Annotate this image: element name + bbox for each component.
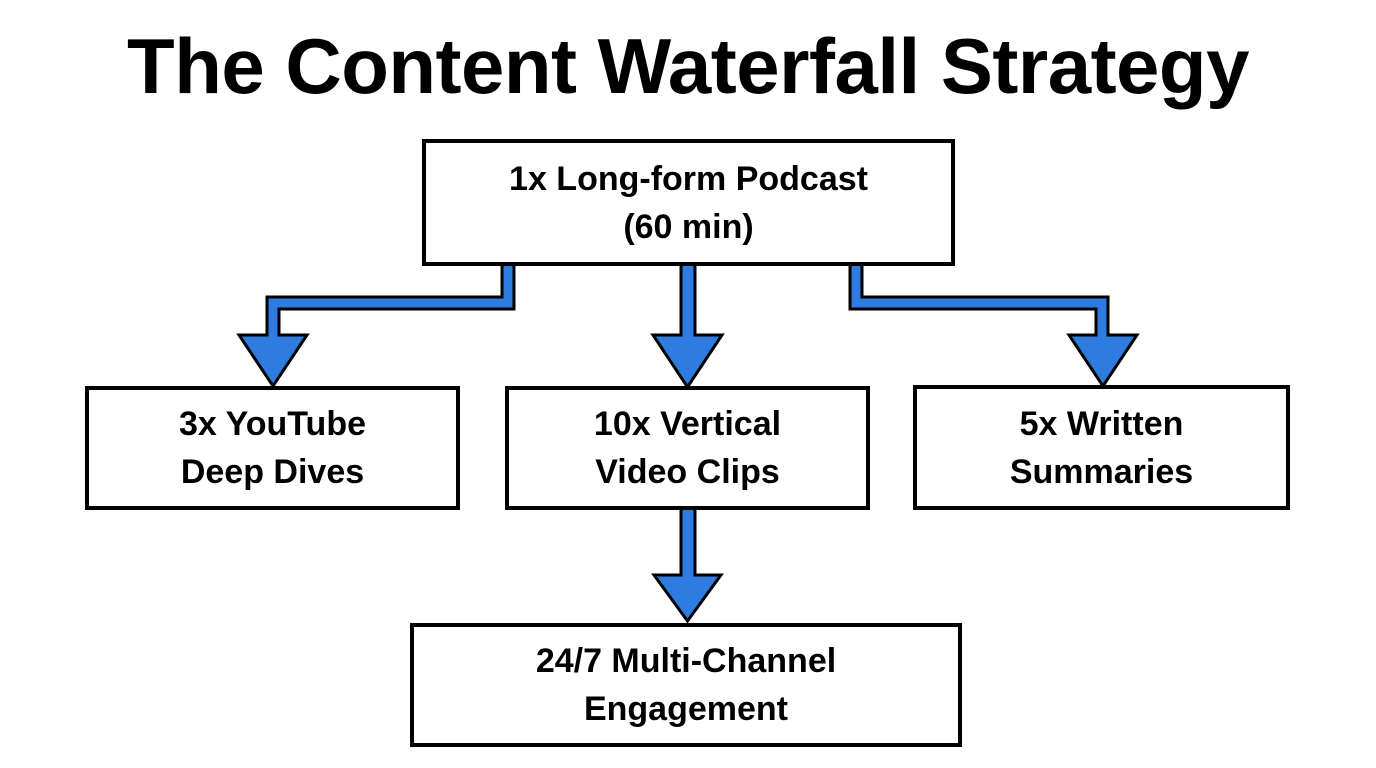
node-youtube-deep-dives-line2: Deep Dives (180, 453, 365, 491)
node-youtube-deep-dives: 3x YouTube Deep Dives (85, 386, 460, 510)
arrow-source-to-vertical-icon (650, 261, 725, 390)
node-multi-channel-engagement-line1: 24/7 Multi-Channel (535, 642, 837, 680)
node-written-summaries: 5x Written Summaries (913, 385, 1290, 510)
arrow-source-to-youtube-icon (236, 261, 516, 389)
diagram-title: The Content Waterfall Strategy (127, 22, 1249, 110)
node-vertical-video-clips-line2: Video Clips (595, 453, 780, 491)
node-multi-channel-engagement-line2: Engagement (583, 690, 789, 728)
arrow-source-to-written-icon (848, 261, 1140, 389)
node-multi-channel-engagement: 24/7 Multi-Channel Engagement (410, 623, 962, 747)
node-vertical-video-clips-line1: 10x Vertical (593, 405, 782, 443)
node-long-form-podcast-line2: (60 min) (623, 207, 754, 246)
node-vertical-video-clips: 10x Vertical Video Clips (505, 386, 870, 510)
node-written-summaries-line1: 5x Written (1019, 404, 1184, 443)
node-written-summaries-line2: Summaries (1009, 452, 1194, 491)
node-long-form-podcast: 1x Long-form Podcast (60 min) (422, 139, 955, 266)
arrow-vertical-to-engagement-icon (651, 506, 724, 624)
node-youtube-deep-dives-line1: 3x YouTube (178, 405, 367, 443)
node-long-form-podcast-line1: 1x Long-form Podcast (509, 159, 868, 198)
